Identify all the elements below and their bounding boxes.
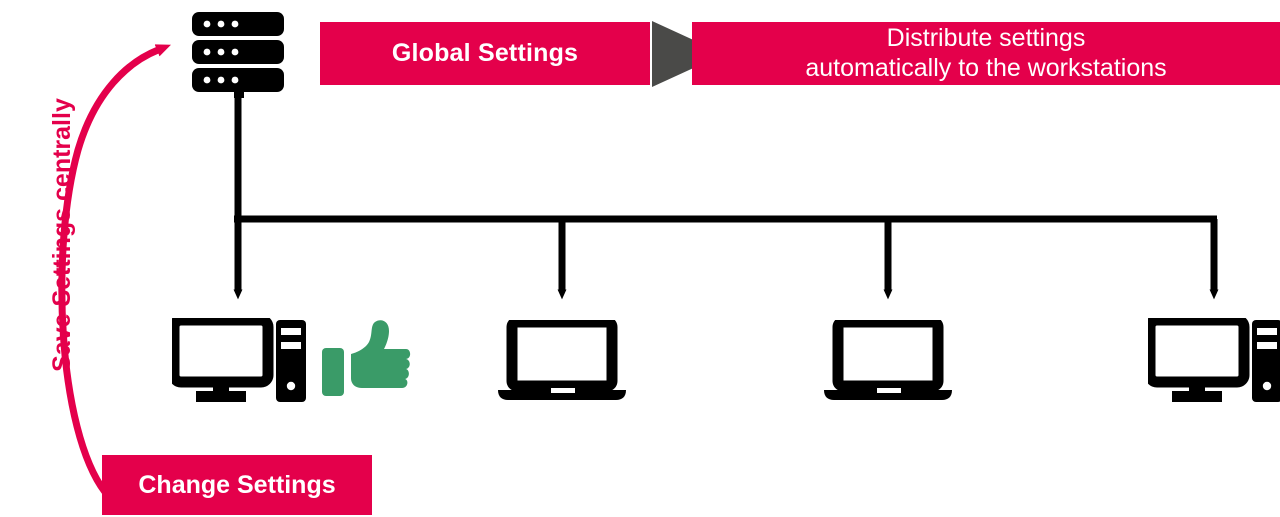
monitor-stand [196, 391, 246, 402]
laptop-screen-frame [506, 320, 618, 392]
laptop-trackpad-notch [877, 388, 901, 393]
server-led-1b [217, 20, 225, 28]
pc-tower [1252, 320, 1280, 402]
laptop-trackpad-notch [551, 388, 575, 393]
tower-power-led [1262, 381, 1272, 391]
thumbs-up-hand [351, 320, 411, 388]
tower-slot-2 [1257, 342, 1277, 349]
monitor-stand [1172, 391, 1222, 402]
monitor-neck [1189, 381, 1205, 393]
tower-slot-1 [281, 328, 301, 335]
pc-tower [276, 320, 306, 402]
server-led-1c [231, 20, 239, 28]
server-led-2c [231, 48, 239, 56]
thumbs-up-cuff [322, 348, 344, 396]
tower-slot-1 [1257, 328, 1277, 335]
change-settings-label: Change Settings [138, 470, 336, 499]
tower-power-led [286, 381, 296, 391]
monitor-frame [172, 318, 274, 388]
laptop-base [498, 390, 626, 400]
tower-slot-2 [281, 342, 301, 349]
thumbs-up-icon [322, 320, 411, 396]
desktop-pc-1-icon[interactable] [172, 318, 308, 402]
change-settings-banner[interactable]: Change Settings [102, 455, 372, 515]
global-settings-label: Global Settings [391, 39, 579, 67]
distribute-settings-banner[interactable]: Distribute settings automatically to the… [692, 22, 1280, 85]
distribute-settings-label: Distribute settings automatically to the… [805, 24, 1167, 82]
server-base-stem [234, 90, 244, 98]
monitor-neck [213, 381, 229, 393]
server-icon[interactable] [190, 10, 286, 98]
monitor-frame [1148, 318, 1250, 388]
server-led-3b [217, 76, 225, 84]
laptop-2-icon[interactable] [822, 320, 954, 402]
laptop-screen-frame [832, 320, 944, 392]
laptop-base [824, 390, 952, 400]
global-settings-banner[interactable]: Global Settings [320, 22, 650, 85]
laptop-1-icon[interactable] [496, 320, 628, 402]
save-settings-centrally-caption: Save Settings centrally [48, 98, 76, 372]
server-led-3c [231, 76, 239, 84]
desktop-pc-2-icon[interactable] [1148, 318, 1280, 402]
server-led-2a [203, 48, 211, 56]
server-led-2b [217, 48, 225, 56]
server-led-3a [203, 76, 211, 84]
server-led-1a [203, 20, 211, 28]
flow-arrow-triangle-icon [652, 21, 724, 87]
